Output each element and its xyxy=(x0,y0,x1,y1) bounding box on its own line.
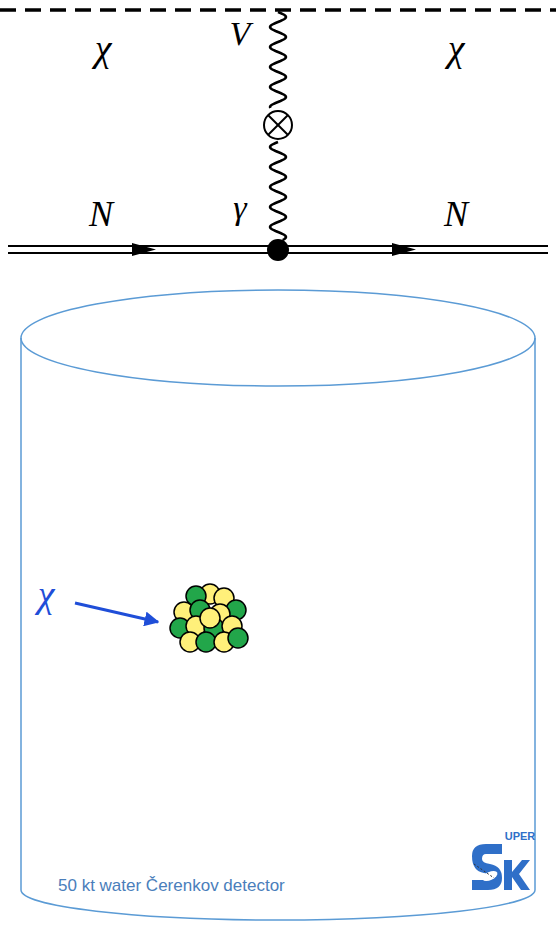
detector-caption: 50 kt water Čerenkov detector xyxy=(58,876,285,896)
kinetic-mixing-vertex xyxy=(264,111,292,139)
particle-label: χ xyxy=(95,29,112,67)
vertex-dot xyxy=(267,239,289,261)
particle-label: χ xyxy=(448,29,465,67)
incoming-arrow xyxy=(75,603,158,622)
cylinder-outline xyxy=(0,282,556,928)
superk-logo xyxy=(472,844,530,890)
nucleus xyxy=(170,584,248,652)
dark-matter-line xyxy=(0,8,556,12)
particle-label: χ xyxy=(38,575,55,613)
mediator-label: V xyxy=(230,17,251,51)
nucleon-label: N xyxy=(444,196,468,232)
detector-tank: 50 kt water Čerenkov detector xyxy=(0,282,556,928)
photon-label: γ xyxy=(233,191,246,225)
logo-text: UPER xyxy=(505,831,536,842)
nucleon-label: N xyxy=(89,196,113,232)
